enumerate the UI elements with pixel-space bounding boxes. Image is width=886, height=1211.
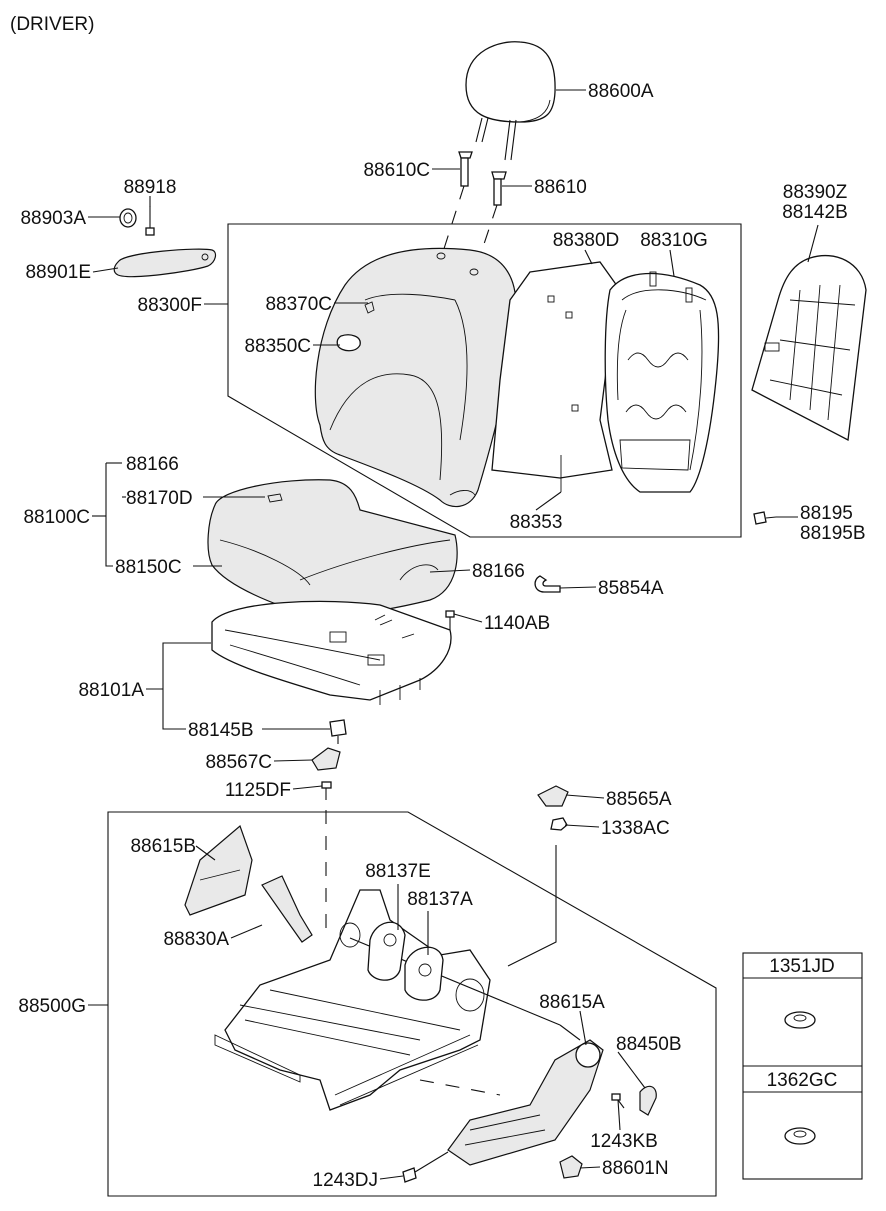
part-number-label-1140ab: 1140AB (484, 613, 550, 634)
nut-1338AC (550, 817, 568, 831)
part-number-label-1338ac: 1338AC (601, 818, 670, 839)
part-number-label-88150c: 88150C (115, 557, 182, 578)
clip-88145B (329, 719, 347, 744)
leader-lines (88, 89, 819, 1180)
part-number-label-88310g: 88310G (640, 230, 708, 251)
headrest-guide-88610 (491, 171, 507, 206)
armrest-bolt-88918 (145, 206, 155, 236)
part-number-label-88565a: 88565A (606, 789, 672, 810)
washer-1362GC-icon (784, 1127, 816, 1145)
part-number-label-88170d: 88170D (126, 488, 193, 509)
part-number-label-88142b: 88142B (782, 202, 848, 223)
part-number-label-88610: 88610 (534, 177, 587, 198)
shield-88615B (184, 824, 253, 916)
part-number-label-88350c: 88350C (244, 336, 311, 357)
seat-back-group-box (227, 223, 742, 538)
part-number-label-88166: 88166 (126, 454, 179, 475)
cover-88565A (537, 785, 569, 807)
seat-back-pad-88380D (491, 261, 621, 492)
armrest-cap-88903A (119, 208, 137, 228)
part-number-label-1125df: 1125DF (225, 780, 291, 801)
part-number-label-88195: 88195 (800, 503, 853, 524)
part-number-label-1243dj: 1243DJ (313, 1170, 379, 1191)
headrest-part (465, 41, 556, 161)
knob-88601N (559, 1155, 583, 1179)
screw-1243KB (611, 1093, 625, 1109)
seat-track-group-box (107, 811, 717, 1197)
seat-cushion-cover-88150C (207, 479, 458, 617)
part-number-label-88903a: 88903A (20, 208, 86, 229)
part-number-label-1351jd: 1351JD (769, 956, 835, 977)
screw-1243DJ (402, 1151, 449, 1183)
part-number-label-88166: 88166 (472, 561, 525, 582)
bolt-1140AB (445, 610, 455, 630)
armrest-88901E (113, 248, 217, 278)
part-number-label-88918: 88918 (124, 177, 177, 198)
part-number-label-88567c: 88567C (205, 752, 272, 773)
part-number-label-88370c: 88370C (265, 294, 332, 315)
part-number-label-88380d: 88380D (553, 230, 620, 251)
handle-88450B (639, 1085, 657, 1116)
part-number-label-88600a: 88600A (588, 81, 654, 102)
part-number-label-88615a: 88615A (539, 992, 605, 1013)
part-number-label-88137e: 88137E (365, 861, 431, 882)
part-number-label-88145b: 88145B (188, 720, 254, 741)
part-number-label-88610c: 88610C (363, 160, 430, 181)
part-number-label-88500g: 88500G (18, 996, 86, 1017)
part-number-label-88137a: 88137A (407, 889, 473, 910)
seat-back-cover-88300F (314, 247, 517, 508)
seat-cushion-frame-88101A (211, 600, 452, 705)
part-number-label-1362gc: 1362GC (767, 1070, 838, 1091)
screw-88195 (753, 511, 777, 525)
part-number-label-1243kb: 1243KB (590, 1131, 658, 1152)
part-number-label-88300f: 88300F (138, 295, 202, 316)
part-number-label-88101a: 88101A (78, 680, 144, 701)
part-number-label-88901e: 88901E (25, 262, 91, 283)
seat-back-frame-88310G (604, 271, 720, 493)
part-number-label-85854a: 85854A (598, 578, 664, 599)
part-number-label-88601n: 88601N (602, 1158, 669, 1179)
washer-1351JD-icon (784, 1011, 816, 1029)
cover-88567C (311, 747, 341, 771)
headrest-guide-88610C (458, 151, 473, 187)
part-number-label-88100c: 88100C (23, 507, 90, 528)
clip-85854A (534, 575, 561, 593)
seat-belt-buckle-88830A (261, 875, 313, 943)
part-number-label-88390z: 88390Z (783, 182, 848, 203)
part-number-label-88830a: 88830A (163, 929, 229, 950)
recliner-88137E (367, 921, 406, 981)
part-number-label-88353: 88353 (510, 512, 563, 533)
recliner-88137A (404, 946, 444, 1001)
part-number-label-88450b: 88450B (616, 1034, 682, 1055)
part-number-label-88195b: 88195B (800, 523, 866, 544)
bolt-1125DF (321, 781, 332, 800)
seat-back-board-88390Z (751, 254, 867, 442)
part-number-label-88615b: 88615B (130, 836, 196, 857)
seat-track-88500G (214, 889, 491, 1111)
diagram-title: (DRIVER) (10, 14, 94, 35)
shield-88615A (447, 1039, 604, 1166)
